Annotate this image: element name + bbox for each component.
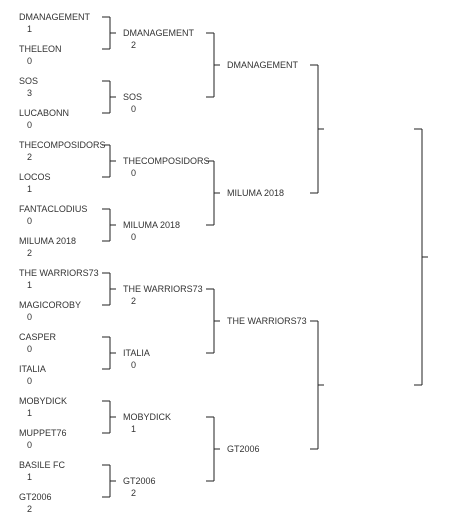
team-name: MILUMA 2018 [227,188,285,198]
team-score: 2 [27,248,33,258]
team-score: 3 [27,88,33,98]
team-score: 2 [27,152,33,162]
team-name: THECOMPOSIDORS [123,156,210,166]
team-name: THE WARRIORS73 [123,284,203,294]
team-name: LUCABONN [19,108,70,118]
team-name: FANTACLODIUS [19,204,88,214]
team-score: 2 [131,488,137,498]
team-score: 0 [27,312,33,322]
team-name: MUPPET76 [19,428,67,438]
team-score: 2 [131,296,137,306]
team-name: BASILE FC [19,460,66,470]
team-score: 0 [27,56,33,66]
team-name: SOS [123,92,143,102]
team-score: 1 [27,184,33,194]
team-name: GT2006 [19,492,52,502]
team-score: 2 [27,504,33,514]
team-score: 0 [131,232,137,242]
team-name: DMANAGEMENT [19,12,91,22]
team-score: 0 [131,168,137,178]
team-name: MILUMA 2018 [123,220,181,230]
team-name: THE WARRIORS73 [227,316,307,326]
team-score: 0 [27,344,33,354]
team-score: 0 [27,216,33,226]
team-name: THECOMPOSIDORS [19,140,106,150]
team-name: CASPER [19,332,57,342]
team-name: MOBYDICK [19,396,68,406]
team-score: 1 [27,408,33,418]
team-name: THE WARRIORS73 [19,268,99,278]
team-score: 1 [27,472,33,482]
team-name: SOS [19,76,39,86]
team-score: 1 [27,280,33,290]
team-name: ITALIA [123,348,150,358]
team-name: MOBYDICK [123,412,172,422]
team-name: DMANAGEMENT [123,28,195,38]
team-name: GT2006 [227,444,260,454]
team-name: MAGICOROBY [19,300,82,310]
team-name: GT2006 [123,476,156,486]
team-score: 0 [27,440,33,450]
team-name: MILUMA 2018 [19,236,77,246]
team-name: ITALIA [19,364,46,374]
team-score: 0 [27,120,33,130]
team-score: 0 [131,360,137,370]
team-score: 1 [27,24,33,34]
team-name: LOCOS [19,172,51,182]
team-score: 0 [131,104,137,114]
team-score: 1 [131,424,137,434]
team-score: 2 [131,40,137,50]
team-name: DMANAGEMENT [227,60,299,70]
team-score: 0 [27,376,33,386]
team-name: THELEON [19,44,62,54]
